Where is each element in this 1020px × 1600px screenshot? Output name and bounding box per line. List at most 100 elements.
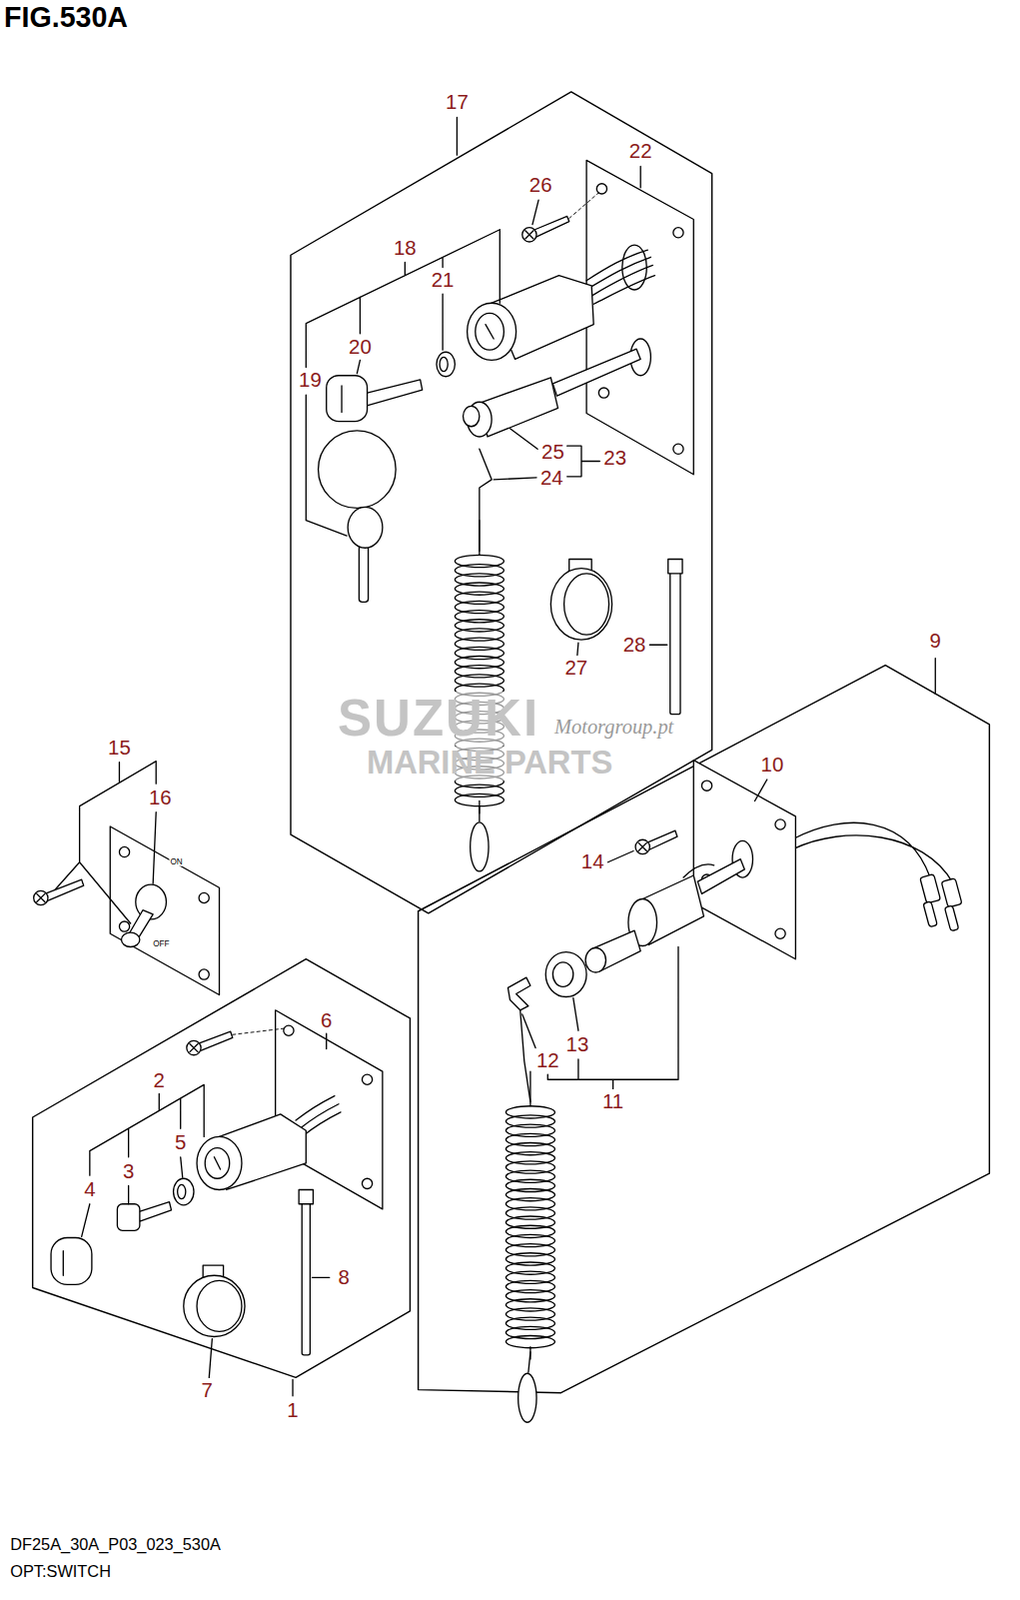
coil-loop [505,1334,555,1347]
mounting-plate [673,227,684,238]
stop-switch [198,969,209,980]
label-slot: 22 [627,139,655,161]
cap [196,1279,242,1331]
callout-number: 21 [429,269,457,291]
mounting-plate [586,159,694,474]
mounting-plate [923,901,938,928]
lanyard-clip [520,1010,531,1102]
screw [36,893,45,902]
callout-number: 26 [527,174,555,196]
nut [545,952,587,998]
label-slot: 17 [443,90,471,112]
lanyard-clip [518,1351,537,1422]
key-cap [173,1177,194,1205]
ignition-switch [204,1147,230,1179]
key-cap [173,1177,194,1205]
cap [183,1264,245,1336]
screw [33,879,84,906]
ignition-switch [467,249,656,360]
label-slot: 26 [527,174,555,196]
ignition-key [116,1203,139,1231]
leader-line [81,1032,330,1395]
kill-switch [552,348,641,396]
stop-switch [118,846,129,857]
cable-tie [668,559,683,715]
label-slot: 23 [601,447,629,469]
label-slot: MARINE PARTS [366,746,613,781]
callout-number: 28 [621,634,649,656]
label-slot: 16 [146,787,174,809]
ignition-switch [213,1156,220,1169]
screw [186,1039,201,1054]
ignition-switch [196,1135,242,1189]
kill-switch [479,448,492,551]
callout-number: 2 [151,1069,167,1091]
cable-tie [668,559,683,574]
ignition-switch [475,312,505,350]
heading-slot: DF25A_30A_P03_023_530A [9,1536,221,1554]
lanyard-clip [470,806,489,872]
stop-switch [109,826,219,995]
kill-switch [585,948,606,974]
callout-number: 23 [601,447,629,469]
key-cap [436,351,455,377]
ignition-switch [196,1095,341,1190]
ignition-key [116,1201,171,1231]
screw [33,890,48,905]
callout-number: 24 [538,467,566,489]
callout-number: 7 [199,1379,215,1401]
label-slot: 11 [600,1090,626,1112]
cap [564,573,610,635]
kill-switch [463,348,642,551]
lanyard-coil [505,1070,555,1359]
label-slot: 1 [284,1398,300,1420]
callout-number: 19 [296,369,324,391]
label-slot: 25 [539,441,567,463]
callout-number: 3 [120,1159,136,1181]
kill-switch [585,859,745,973]
screw [186,1027,284,1055]
nut [552,962,573,988]
screw [232,1027,284,1034]
key-cover [62,1250,64,1276]
ignition-key [358,545,368,602]
mounting-plate [941,878,963,908]
mounting-plate [693,760,796,960]
ignition-key [318,430,397,509]
label-slot: ON [168,857,183,867]
callout-number: 15 [105,737,133,759]
label-slot: 18 [391,236,419,258]
label-slot: 12 [534,1049,562,1071]
label-slot: 3 [120,1159,136,1181]
lanyard-clip [470,822,489,872]
mounting-plate [693,760,963,960]
screw [638,842,647,851]
label-slot: 21 [429,269,457,291]
screw [189,1042,198,1051]
label-slot: 14 [579,851,607,873]
kill-switch [479,377,559,437]
screw [525,230,534,239]
label-slot: 19 [296,369,324,391]
screw [197,1030,233,1050]
ignition-key [347,506,383,548]
cable-tie [298,1188,313,1354]
switch-marking: ON [168,857,183,867]
label-slot: Motorgroup.pt [554,715,674,737]
watermark: Motorgroup.pt [554,715,674,737]
mounting-plate [283,1024,294,1035]
lanyard-clip [518,1372,537,1422]
callout-number: 18 [391,236,419,258]
callout-number: 1 [284,1398,300,1420]
key-cap [436,351,455,377]
callout-number: 14 [579,851,607,873]
stop-switch [109,826,219,995]
figure-title: FIG.530A [3,1,128,32]
callout-number: 10 [758,754,786,776]
lanyard-clip [507,977,530,1102]
lanyard-cord [478,520,480,556]
callout-number: 11 [600,1090,626,1112]
label-slot: 2 [151,1069,167,1091]
ignition-key [326,375,368,422]
callout-number: 20 [346,335,374,357]
